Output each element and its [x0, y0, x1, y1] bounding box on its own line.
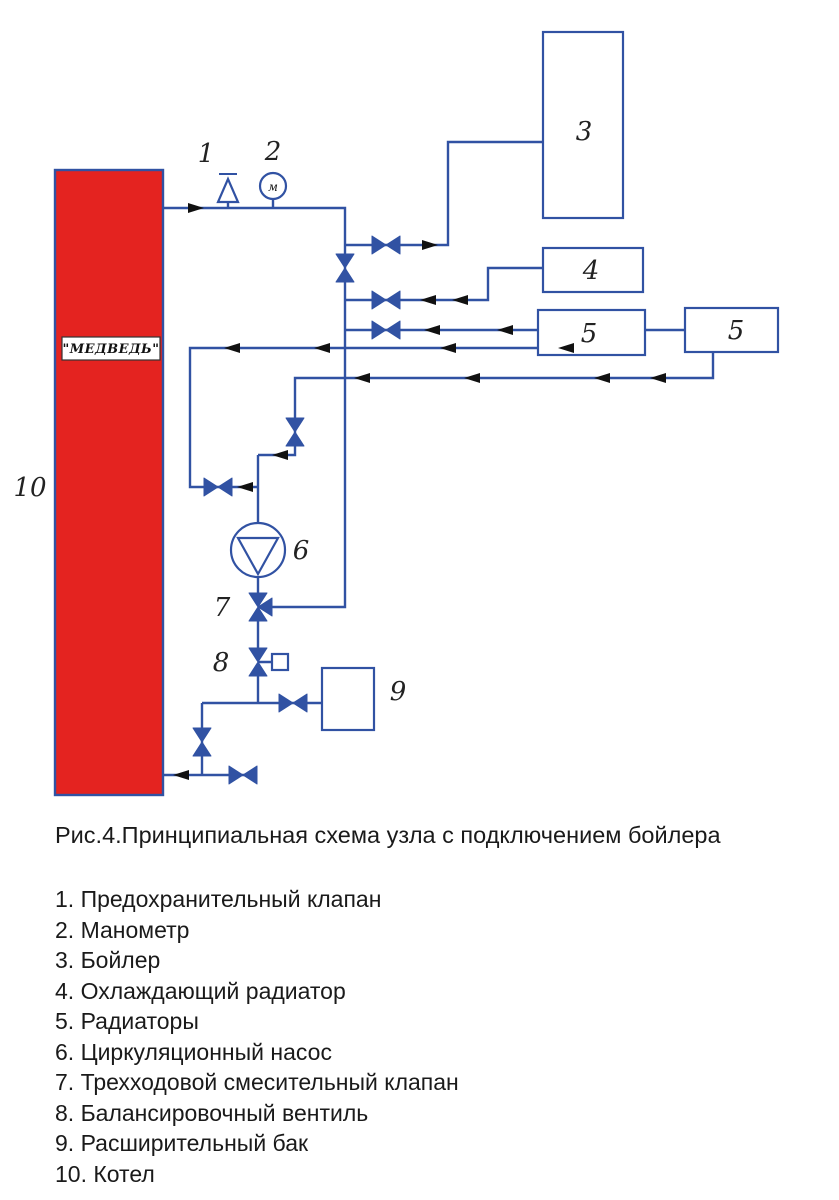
flow-arrow — [650, 373, 666, 383]
safety-valve-symbol: 1 — [198, 139, 240, 204]
equipment-boxes: 3 4 5 5 9 — [320, 30, 780, 732]
flow-arrow — [188, 203, 204, 213]
legend-item-4: 4. Охлаждающий радиатор — [55, 977, 346, 1004]
label-kotel: 10 — [13, 473, 46, 503]
label-boiler-tank: 3 — [576, 117, 593, 147]
label-safety-valve: 1 — [198, 139, 215, 169]
shutoff-valve-return-drop — [285, 417, 305, 447]
boiler-nameplate — [61, 336, 161, 361]
label-radiator-a: 5 — [581, 319, 598, 349]
pipes — [163, 140, 715, 777]
legend-list: 1. Предохранительный клапан 2. Манометр … — [55, 884, 815, 1189]
flow-arrow — [173, 770, 189, 780]
label-mixing-valve: 7 — [214, 593, 231, 623]
flow-arrow — [237, 482, 253, 492]
expansion-tank-box — [320, 666, 376, 732]
shutoff-valve-radiator-supply — [371, 320, 401, 340]
label-cooling-radiator: 4 — [582, 256, 600, 286]
shutoff-valve-boiler-supply — [371, 235, 401, 255]
shutoff-valve-pump-inlet — [203, 477, 233, 497]
flow-arrow — [354, 373, 370, 383]
legend-item-8: 8. Балансировочный вентиль — [55, 1099, 369, 1126]
legend-item-7: 7. Трехходовой смесительный клапан — [55, 1069, 459, 1095]
manometer-letter: м — [268, 180, 278, 194]
shutoff-valve-main-riser — [335, 253, 355, 283]
shutoff-valve-boiler-return — [192, 727, 212, 757]
flow-arrow — [420, 295, 436, 305]
flow-arrow — [422, 240, 438, 250]
legend-item-2: 2. Манометр — [55, 916, 190, 943]
shutoff-valve-expansion-tank — [278, 693, 308, 713]
legend-item-1: 1. Предохранительный клапан — [55, 886, 382, 912]
flow-arrow — [314, 343, 330, 353]
flow-arrow — [497, 325, 513, 335]
shutoff-valve-cooling-return — [371, 290, 401, 310]
manometer-gauge: м 2 — [258, 137, 288, 201]
three-way-valve-symbol: 7 — [214, 592, 273, 623]
label-pump: 6 — [293, 536, 310, 566]
legend-item-10: 10. Котел — [55, 1160, 155, 1187]
boiler-body — [53, 168, 165, 797]
flow-arrow — [224, 343, 240, 353]
radiator-box-a — [536, 308, 647, 357]
boiler-tank-box — [541, 30, 625, 220]
flow-arrow — [594, 373, 610, 383]
flow-arrow — [440, 343, 456, 353]
figure-caption: Рис.4.Принципиальная схема узла с подклю… — [55, 822, 721, 848]
legend-item-3: 3. Бойлер — [55, 947, 161, 973]
label-balancing-valve: 8 — [213, 648, 230, 678]
flow-arrow — [272, 450, 288, 460]
label-expansion-tank: 9 — [390, 677, 407, 707]
label-radiator-b: 5 — [728, 316, 745, 346]
radiator-box-b — [683, 306, 780, 354]
schematic-diagram: "МЕДВЕДЬ" 10 1 м 2 3 4 5 5 9 — [13, 30, 780, 797]
legend-item-5: 5. Радиаторы — [55, 1008, 199, 1034]
flow-arrow — [424, 325, 440, 335]
legend-item-6: 6. Циркуляционный насос — [55, 1038, 332, 1065]
balancing-valve-symbol: 8 — [213, 647, 290, 678]
boiler-nameplate-text: "МЕДВЕДЬ" — [62, 342, 159, 357]
cooling-radiator-box — [541, 246, 645, 294]
pump-symbol: 6 — [229, 521, 310, 579]
drain-valve — [228, 765, 258, 785]
flow-arrow — [452, 295, 468, 305]
legend-item-9: 9. Расширительный бак — [55, 1130, 309, 1156]
valves — [192, 235, 401, 785]
flow-arrow — [464, 373, 480, 383]
label-manometer: 2 — [264, 137, 282, 167]
boiler-unit: "МЕДВЕДЬ" 10 — [13, 168, 165, 797]
